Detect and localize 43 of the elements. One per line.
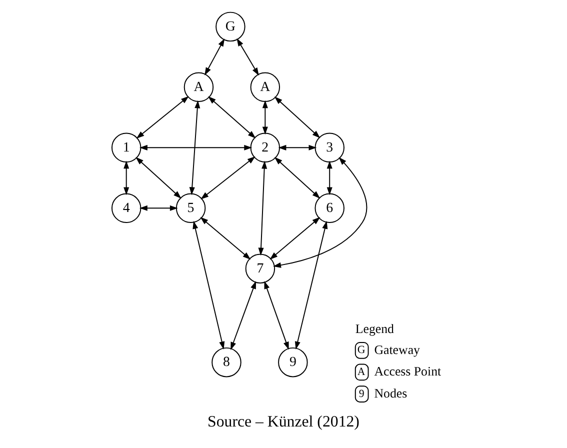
legend-label: Gateway <box>374 342 420 357</box>
arrow <box>140 144 252 150</box>
label: Legend <box>355 322 394 336</box>
arrow <box>139 205 178 211</box>
label: A <box>357 366 366 378</box>
arrow <box>264 280 289 350</box>
node-circle: A <box>250 72 280 102</box>
label: 9 <box>358 388 364 400</box>
node-circle: G <box>216 12 246 42</box>
node-circle: 3 <box>314 132 344 163</box>
arrow <box>262 100 268 135</box>
node-circle: 5 <box>176 193 206 223</box>
arrow <box>274 157 320 199</box>
arrow <box>124 160 130 196</box>
arrow <box>136 157 182 199</box>
arrow <box>326 160 332 196</box>
arrow <box>136 96 189 139</box>
label: G <box>357 344 366 356</box>
arrow <box>200 156 256 200</box>
arrow <box>189 100 200 196</box>
node-circle: 6 <box>314 193 344 223</box>
node-circle: 7 <box>245 254 276 284</box>
node-circle: 8 <box>212 347 242 378</box>
arrow <box>204 38 225 76</box>
arrow <box>294 220 328 350</box>
node-circle: 1 <box>111 132 142 163</box>
arrow <box>208 96 256 138</box>
arrow <box>230 280 256 350</box>
arrow <box>274 96 320 138</box>
arrow <box>278 144 317 150</box>
legend-label: Access Point <box>374 364 442 379</box>
arrow <box>200 217 251 260</box>
node-circle: 2 <box>250 132 280 163</box>
arrow <box>258 160 268 256</box>
arrow <box>236 38 259 76</box>
node-circle: 4 <box>111 193 142 223</box>
legend-label: Nodes <box>374 386 408 400</box>
arrow <box>270 217 320 260</box>
node-circle: 9 <box>278 347 308 378</box>
caption: Source – Künzel (2012) <box>208 414 360 431</box>
arrow <box>273 157 368 268</box>
node-circle: A <box>184 72 214 102</box>
arrow <box>192 220 225 350</box>
